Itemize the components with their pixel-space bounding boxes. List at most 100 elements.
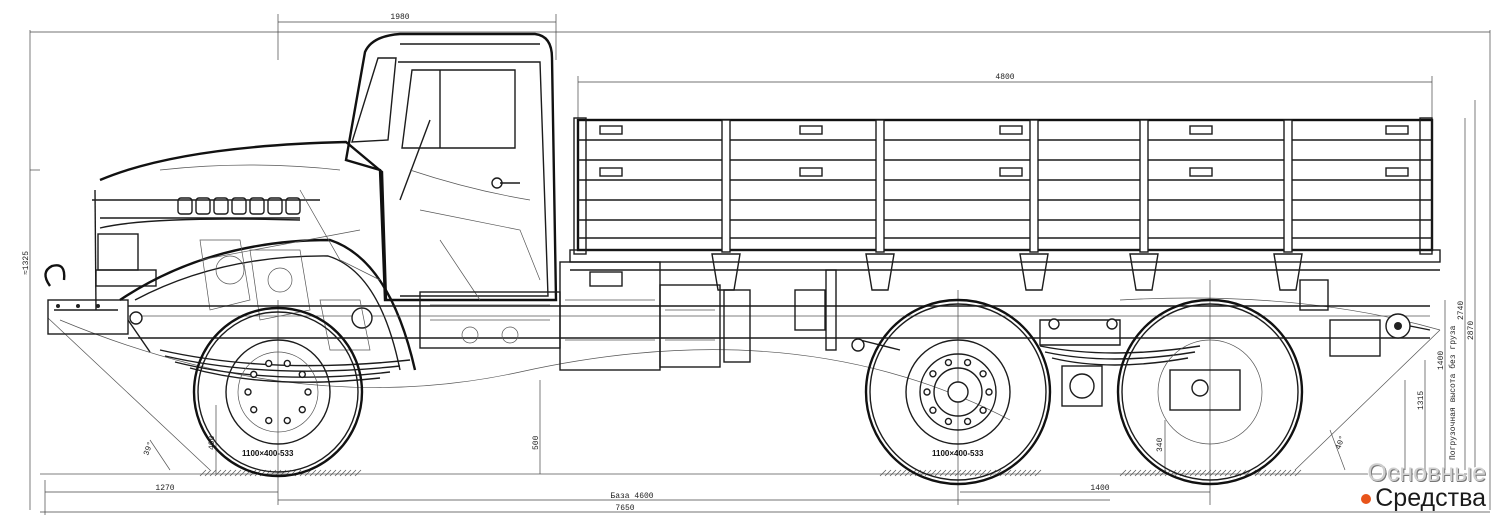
lug-bolt [265, 416, 273, 425]
rear-wheel [1116, 298, 1304, 486]
hood [92, 140, 417, 371]
ground-hatch-stroke [234, 469, 242, 477]
cargo-bed [569, 117, 1441, 271]
lug-bolt [304, 388, 312, 396]
ground-hatch-stroke [879, 469, 887, 477]
ground-hatch-stroke [1119, 469, 1127, 477]
stake-bracket [865, 253, 895, 291]
ground-hatch-stroke [1024, 469, 1032, 477]
watermark-line-1: Основные [1367, 459, 1486, 487]
front-overhang-label: 1270 [155, 484, 174, 493]
ground-hatch-stroke [349, 469, 357, 477]
wheelbase-label: База 4600 [610, 492, 653, 501]
stake-bracket [1019, 253, 1049, 291]
ground-hatch-stroke [1209, 469, 1217, 477]
ground-hatch-stroke [319, 469, 327, 477]
ground-hatch-stroke [1144, 469, 1152, 477]
ground-hatch-stroke [1004, 469, 1012, 477]
ground-hatch-stroke [314, 469, 322, 477]
ground-hatch-stroke [894, 469, 902, 477]
bed-stake [875, 119, 885, 253]
lug-bolt [250, 370, 258, 379]
ground-hatch-stroke [1269, 469, 1277, 477]
ground-hatch-stroke [1219, 469, 1227, 477]
ground-hatch-stroke [934, 469, 942, 477]
lug-bolt [250, 405, 258, 414]
ground-hatch-stroke [1149, 469, 1157, 477]
ground-hatch-stroke [1274, 469, 1282, 477]
ground-hatch-stroke [1264, 469, 1272, 477]
total-height-label: 2740 [1457, 301, 1466, 320]
lug-bolt [929, 370, 937, 378]
ground-hatch-stroke [329, 469, 337, 477]
bed-stake [1283, 119, 1293, 253]
ground-hatch-stroke [1194, 469, 1202, 477]
cab-width-label: 1980 [390, 13, 409, 22]
bed-hinge [1189, 167, 1213, 177]
ground-hatch-stroke [1214, 469, 1222, 477]
ground-hatch-stroke [924, 469, 932, 477]
ground-hatch-stroke [344, 469, 352, 477]
ground-hatch-stroke [949, 469, 957, 477]
side-note-label: Погрузочная высота без груза [1449, 325, 1458, 460]
middle-wheel [864, 298, 1052, 486]
rear-tire-label: 1100×400-533 [932, 449, 984, 458]
lug-bolt [298, 405, 306, 414]
ground-hatch-stroke [239, 469, 247, 477]
ground-hatch-stroke [1254, 469, 1262, 477]
bed-stake [721, 119, 731, 253]
lug-bolt [963, 358, 972, 367]
lug-bolt [944, 358, 953, 367]
wheel-lugs [244, 358, 993, 426]
lug-bolt [979, 406, 987, 414]
ground-hatch-stroke [1294, 469, 1302, 477]
ground-hatch-stroke [1174, 469, 1182, 477]
bed-length-label: 4800 [995, 73, 1014, 82]
lug-bolt [298, 370, 306, 379]
ground-hatch-stroke [324, 469, 332, 477]
ground-hatch-stroke [889, 469, 897, 477]
bed-stakes [599, 119, 1409, 291]
clearance-rear-label: 340 [1156, 437, 1165, 452]
ground-hatch-stroke [974, 469, 982, 477]
lug-bolt [963, 417, 972, 426]
ground-hatch-stroke [339, 469, 347, 477]
ground-hatch-stroke [1229, 469, 1237, 477]
ground-hatch-stroke [1019, 469, 1027, 477]
overall-height-label: 2870 [1467, 321, 1476, 340]
lug-bolt [929, 406, 937, 414]
ground-hatch-stroke [214, 469, 222, 477]
ground-hatch-stroke [1134, 469, 1142, 477]
clearance-mid-label: 500 [532, 435, 541, 450]
dimension-lines [29, 14, 1491, 515]
ground-hatch-stroke [354, 469, 362, 477]
ground-hatch-stroke [1199, 469, 1207, 477]
lug-bolt [985, 388, 993, 396]
ground-hatch-stroke [209, 469, 217, 477]
ground-hatch-stroke [884, 469, 892, 477]
ground-hatch-stroke [1029, 469, 1037, 477]
ground-hatch-stroke [964, 469, 972, 477]
ground-hatch-stroke [204, 469, 212, 477]
bed-height-label: 1400 [1437, 351, 1446, 370]
ground-hatch-stroke [1224, 469, 1232, 477]
ground-hatch-stroke [1284, 469, 1292, 477]
ground-hatch-stroke [1014, 469, 1022, 477]
lug-bolt [283, 359, 291, 368]
bed-hinge [599, 167, 623, 177]
ground-hatch-stroke [219, 469, 227, 477]
ground-hatch-stroke [929, 469, 937, 477]
ground-hatch-stroke [1189, 469, 1197, 477]
hitch-height-label: 1315 [1417, 391, 1426, 410]
ground-hatch-stroke [959, 469, 967, 477]
front-wheel [192, 306, 364, 478]
ground-hatch-stroke [899, 469, 907, 477]
front-tire-label: 1100×400-533 [242, 449, 294, 458]
ground-hatch-stroke [199, 469, 207, 477]
rear-equipment [851, 279, 1431, 411]
bed-hinge [799, 167, 823, 177]
axle-note-label: ≈1325 [22, 251, 31, 275]
watermark-line-2-text: Средства [1375, 484, 1486, 512]
watermark-line-2: Средства [1361, 486, 1486, 511]
